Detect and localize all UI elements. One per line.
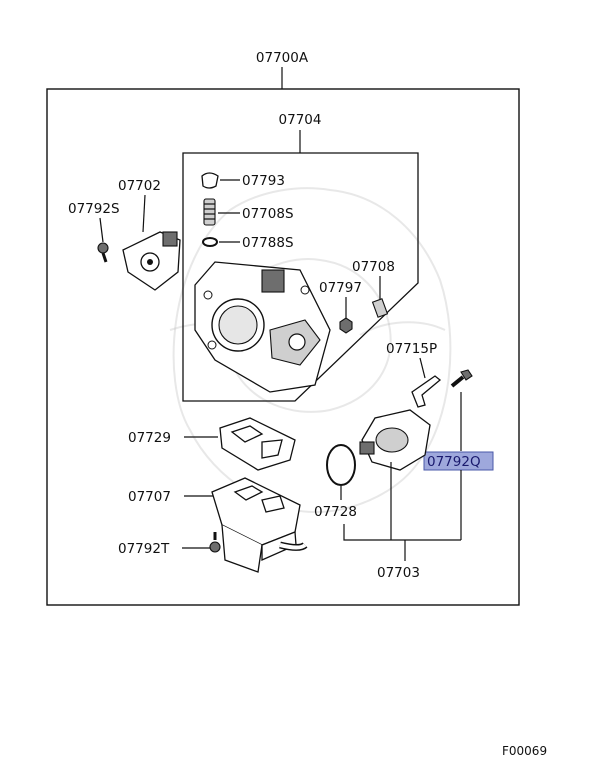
part-screw-07792S[interactable] xyxy=(97,242,109,263)
part-clip-07715P[interactable] xyxy=(411,375,442,408)
label-07708S[interactable]: 07708S xyxy=(242,206,294,222)
part-sensor-07702[interactable] xyxy=(122,231,181,291)
highlight-box-07792Q xyxy=(423,451,494,471)
label-07793[interactable]: 07793 xyxy=(242,173,285,189)
part-spring-07708S[interactable] xyxy=(203,198,240,226)
assembly-frame xyxy=(46,88,520,606)
label-07707[interactable]: 07707 xyxy=(128,489,171,505)
label-07729[interactable]: 07729 xyxy=(128,430,171,446)
label-07708[interactable]: 07708 xyxy=(352,259,395,275)
part-gasket-07729[interactable] xyxy=(219,417,296,471)
figure-code: F00069 xyxy=(502,744,547,758)
leader-07702 xyxy=(142,194,146,233)
leader-07703 xyxy=(343,462,461,561)
label-07788S[interactable]: 07788S xyxy=(242,235,294,251)
part-chamber-07707[interactable] xyxy=(211,477,308,573)
label-07703[interactable]: 07703 xyxy=(377,565,420,581)
leader-07715P xyxy=(419,357,426,379)
label-07792S[interactable]: 07792S xyxy=(68,201,120,217)
part-stud-07708[interactable] xyxy=(371,298,389,318)
label-07728[interactable]: 07728 xyxy=(314,504,357,520)
part-cap-07793[interactable] xyxy=(201,172,240,189)
label-07702[interactable]: 07702 xyxy=(118,178,161,194)
label-07797[interactable]: 07797 xyxy=(319,280,362,296)
part-screw-07792T[interactable] xyxy=(209,532,221,553)
part-isc-valve-07703[interactable] xyxy=(359,409,431,471)
label-07792T[interactable]: 07792T xyxy=(118,541,170,557)
part-nut-07797[interactable] xyxy=(339,317,353,334)
label-07715P[interactable]: 07715P xyxy=(386,341,437,357)
part-screw-07792Q[interactable] xyxy=(450,369,473,388)
part-throttle-body[interactable] xyxy=(194,261,331,393)
assembly-label[interactable]: 07700A xyxy=(256,50,309,66)
sub-assembly-frame xyxy=(182,152,419,402)
part-oring-07728[interactable] xyxy=(326,444,356,486)
label-07792Q[interactable]: 07792Q xyxy=(427,454,481,470)
leader-07792S xyxy=(99,217,104,243)
part-oring-07788S[interactable] xyxy=(202,237,240,247)
sub-assembly-label[interactable]: 07704 xyxy=(279,112,322,128)
